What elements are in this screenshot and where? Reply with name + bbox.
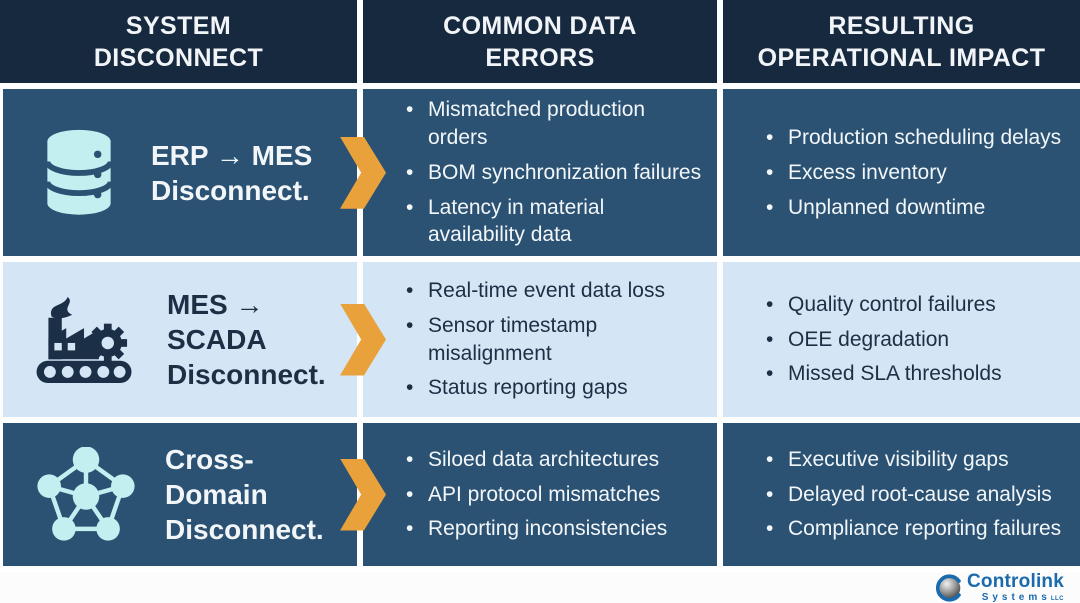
table-row: MES → SCADA Disconnect. Real-time event … <box>0 262 1080 417</box>
list-item: Siloed data architectures <box>403 446 667 474</box>
brand-sub: Systems <box>981 592 1051 603</box>
row1-label: ERP → MES Disconnect. <box>151 139 313 206</box>
table-row: Cross-Domain Disconnect. Siloed data arc… <box>0 423 1080 566</box>
list-item: OEE degradation <box>763 326 1002 354</box>
row1-impacts-list: Production scheduling delays Excess inve… <box>723 117 1075 228</box>
row2-label: MES → SCADA Disconnect. <box>167 289 326 390</box>
list-item: Unplanned downtime <box>763 194 1061 222</box>
row1-errors-list: Mismatched production orders BOM synchro… <box>363 89 717 256</box>
footer-bar: Controlink Systems LLC <box>0 572 1080 603</box>
row3-errors-list: Siloed data architectures API protocol m… <box>363 439 681 550</box>
row2-label-cell: MES → SCADA Disconnect. <box>3 262 357 417</box>
list-item: Production scheduling delays <box>763 124 1061 152</box>
row3-label-cell: Cross-Domain Disconnect. <box>3 423 357 566</box>
row2-impacts-cell: Quality control failures OEE degradation… <box>723 262 1080 417</box>
database-icon <box>33 125 125 221</box>
controlink-logo: Controlink Systems LLC <box>935 572 1064 603</box>
brand-sub-row: Systems LLC <box>982 593 1064 603</box>
header-resulting-operational-impact: RESULTING OPERATIONAL IMPACT <box>723 0 1080 84</box>
row3-errors-cell: Siloed data architectures API protocol m… <box>363 423 717 566</box>
list-item: BOM synchronization failures <box>403 159 703 187</box>
logo-sphere-icon <box>935 573 965 603</box>
list-item: Excess inventory <box>763 159 1061 187</box>
row3-impacts-list: Executive visibility gaps Delayed root-c… <box>723 439 1075 550</box>
list-item: Sensor timestamp misalignment <box>403 312 703 367</box>
list-item: Real-time event data loss <box>403 277 703 305</box>
row1-label-cell: ERP → MES Disconnect. <box>3 89 357 256</box>
list-item: Delayed root-cause analysis <box>763 481 1061 509</box>
header-row: SYSTEM DISCONNECT COMMON DATA ERRORS RES… <box>0 0 1080 84</box>
list-item: Missed SLA thresholds <box>763 360 1002 388</box>
brand-name: Controlink <box>967 571 1064 592</box>
logo-text: Controlink Systems LLC <box>967 572 1064 603</box>
row2-impacts-list: Quality control failures OEE degradation… <box>723 284 1016 395</box>
list-item: Mismatched production orders <box>403 96 703 151</box>
header-system-disconnect: SYSTEM DISCONNECT <box>0 0 357 84</box>
header-common-data-errors: COMMON DATA ERRORS <box>363 0 717 84</box>
list-item: Executive visibility gaps <box>763 446 1061 474</box>
row1-impacts-cell: Production scheduling delays Excess inve… <box>723 89 1080 256</box>
row3-label: Cross-Domain Disconnect. <box>165 444 324 545</box>
factory-icon <box>33 294 141 386</box>
list-item: API protocol mismatches <box>403 481 667 509</box>
row3-impacts-cell: Executive visibility gaps Delayed root-c… <box>723 423 1080 566</box>
list-item: Compliance reporting failures <box>763 515 1061 543</box>
brand-suffix: LLC <box>1050 596 1064 602</box>
list-item: Status reporting gaps <box>403 374 703 402</box>
row2-errors-cell: Real-time event data loss Sensor timesta… <box>363 262 717 417</box>
list-item: Latency in material availability data <box>403 194 703 249</box>
row2-errors-list: Real-time event data loss Sensor timesta… <box>363 270 717 409</box>
table-row: ERP → MES Disconnect. Mismatched product… <box>0 89 1080 256</box>
network-icon <box>33 446 139 543</box>
row1-errors-cell: Mismatched production orders BOM synchro… <box>363 89 717 256</box>
list-item: Quality control failures <box>763 291 1002 319</box>
list-item: Reporting inconsistencies <box>403 515 667 543</box>
